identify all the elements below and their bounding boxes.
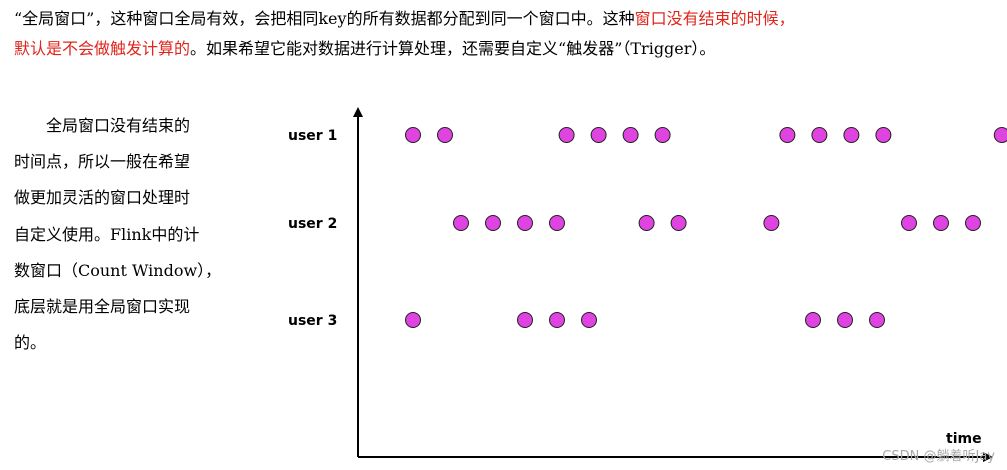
data-point	[837, 312, 853, 328]
data-point	[638, 215, 655, 231]
data-point	[763, 215, 780, 231]
series-layer: user 1 user 2 user 3	[288, 127, 1007, 329]
x-axis-label: time	[946, 431, 982, 447]
paragraph-highlight: 窗口没有结束的时候，	[634, 9, 795, 28]
data-point	[901, 215, 917, 231]
data-point	[485, 215, 501, 231]
data-point	[590, 127, 607, 143]
data-point	[437, 127, 453, 143]
paragraph-line-2: 默认是不会做触发计算的。如果希望它能对数据进行计算处理，还需要自定义“触发器”（…	[14, 34, 1004, 64]
paragraph-text: 。如果希望它能对数据进行计算处理，还需要自定义“触发器”（Trigger）。	[190, 39, 716, 58]
data-point	[581, 312, 597, 328]
data-point	[965, 215, 981, 231]
data-point	[869, 312, 885, 328]
data-point	[779, 127, 796, 143]
data-point	[843, 127, 860, 143]
data-point	[549, 215, 565, 231]
data-point	[517, 312, 533, 328]
side-note-line: 底层就是用全局窗口实现	[14, 296, 191, 316]
data-point	[405, 312, 421, 328]
data-point	[405, 127, 421, 143]
series-label: user 3	[288, 313, 337, 329]
side-note-line: 的。	[14, 333, 47, 353]
intro-paragraph: “全局窗口”，这种窗口全局有效，会把相同key的所有数据都分配到同一个窗口中。这…	[14, 4, 1004, 64]
watermark: CSDN @躺着听Jay	[882, 449, 995, 464]
data-point	[558, 127, 575, 143]
paragraph-line-1: “全局窗口”，这种窗口全局有效，会把相同key的所有数据都分配到同一个窗口中。这…	[14, 4, 1004, 34]
data-point	[670, 215, 687, 231]
data-point	[654, 127, 671, 143]
data-point	[993, 127, 1007, 143]
data-point	[811, 127, 828, 143]
side-note-line: 做更加灵活的窗口处理时	[14, 188, 191, 208]
data-point	[875, 127, 892, 143]
side-note-line: 全局窗口没有结束的	[14, 116, 191, 135]
data-point	[805, 312, 821, 328]
data-point	[549, 312, 565, 328]
paragraph-highlight: 默认是不会做触发计算的	[14, 39, 191, 58]
side-note-line: 自定义使用。Flink中的计	[14, 224, 200, 244]
side-note-line: 时间点，所以一般在希望	[14, 152, 191, 172]
data-point	[933, 215, 949, 231]
side-note: 全局窗口没有结束的 时间点，所以一般在希望 做更加灵活的窗口处理时 自定义使用。…	[14, 108, 246, 361]
side-note-line: 数窗口（Count Window），	[14, 260, 222, 280]
data-point	[517, 215, 533, 231]
data-point	[453, 215, 469, 231]
series-label: user 1	[288, 128, 337, 144]
paragraph-text: “全局窗口”，这种窗口全局有效，会把相同key的所有数据都分配到同一个窗口中。这…	[14, 9, 635, 28]
data-point	[622, 127, 639, 143]
series-label: user 2	[288, 216, 337, 232]
